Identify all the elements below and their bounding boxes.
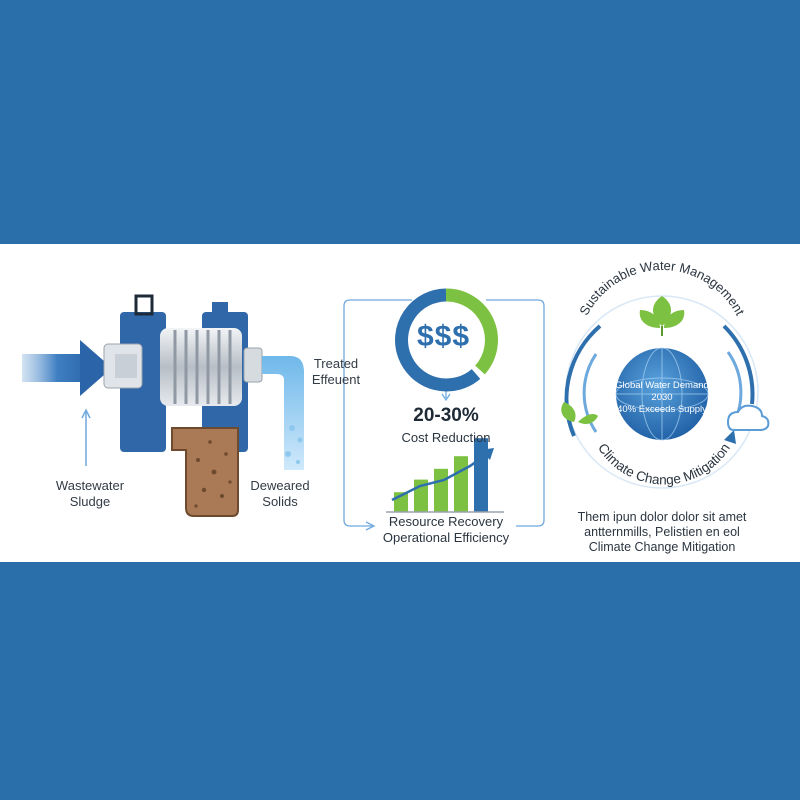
treated-effluent-stream [262, 356, 304, 470]
earth-globe [615, 347, 709, 441]
infographic-graphics: Sustainable Water Management Climate Cha… [22, 258, 770, 531]
globe-water-demand-text: Global Water Demand 2030 40% Exceeds Sup… [615, 380, 709, 415]
growth-bar-chart [386, 438, 504, 513]
sustainability-cycle [564, 295, 759, 489]
growth-bar [434, 468, 448, 512]
input-pointer-line [81, 408, 91, 466]
side-leaf-icon [561, 402, 598, 424]
press-machine [103, 294, 263, 452]
resource-recovery-caption: Resource Recovery Operational Efficiency [382, 514, 510, 545]
sustainability-caption: Them ipun dolor dolor sit amet antternmi… [577, 510, 747, 554]
input-arrow [22, 340, 112, 396]
cloud-icon [726, 404, 770, 431]
leaf-icon [639, 296, 685, 336]
cost-symbol: $$$ [417, 320, 471, 353]
treated-effluent-label: Treated Effeuent [311, 356, 361, 387]
arc-title-bottom: Climate Change Mitigation [595, 441, 733, 488]
wastewater-sludge-label: Wastewater Sludge [55, 478, 125, 509]
cost-reduction-caption: Cost Reduction [401, 430, 491, 445]
cost-ring [395, 288, 498, 392]
infographic-band: Sustainable Water Management Climate Cha… [0, 244, 800, 562]
dewatered-solids-cake [171, 427, 239, 517]
dewatered-solids-label: Deweared Solids [250, 478, 310, 509]
cost-percent: 20-30% [413, 405, 479, 426]
growth-bar [454, 456, 468, 512]
